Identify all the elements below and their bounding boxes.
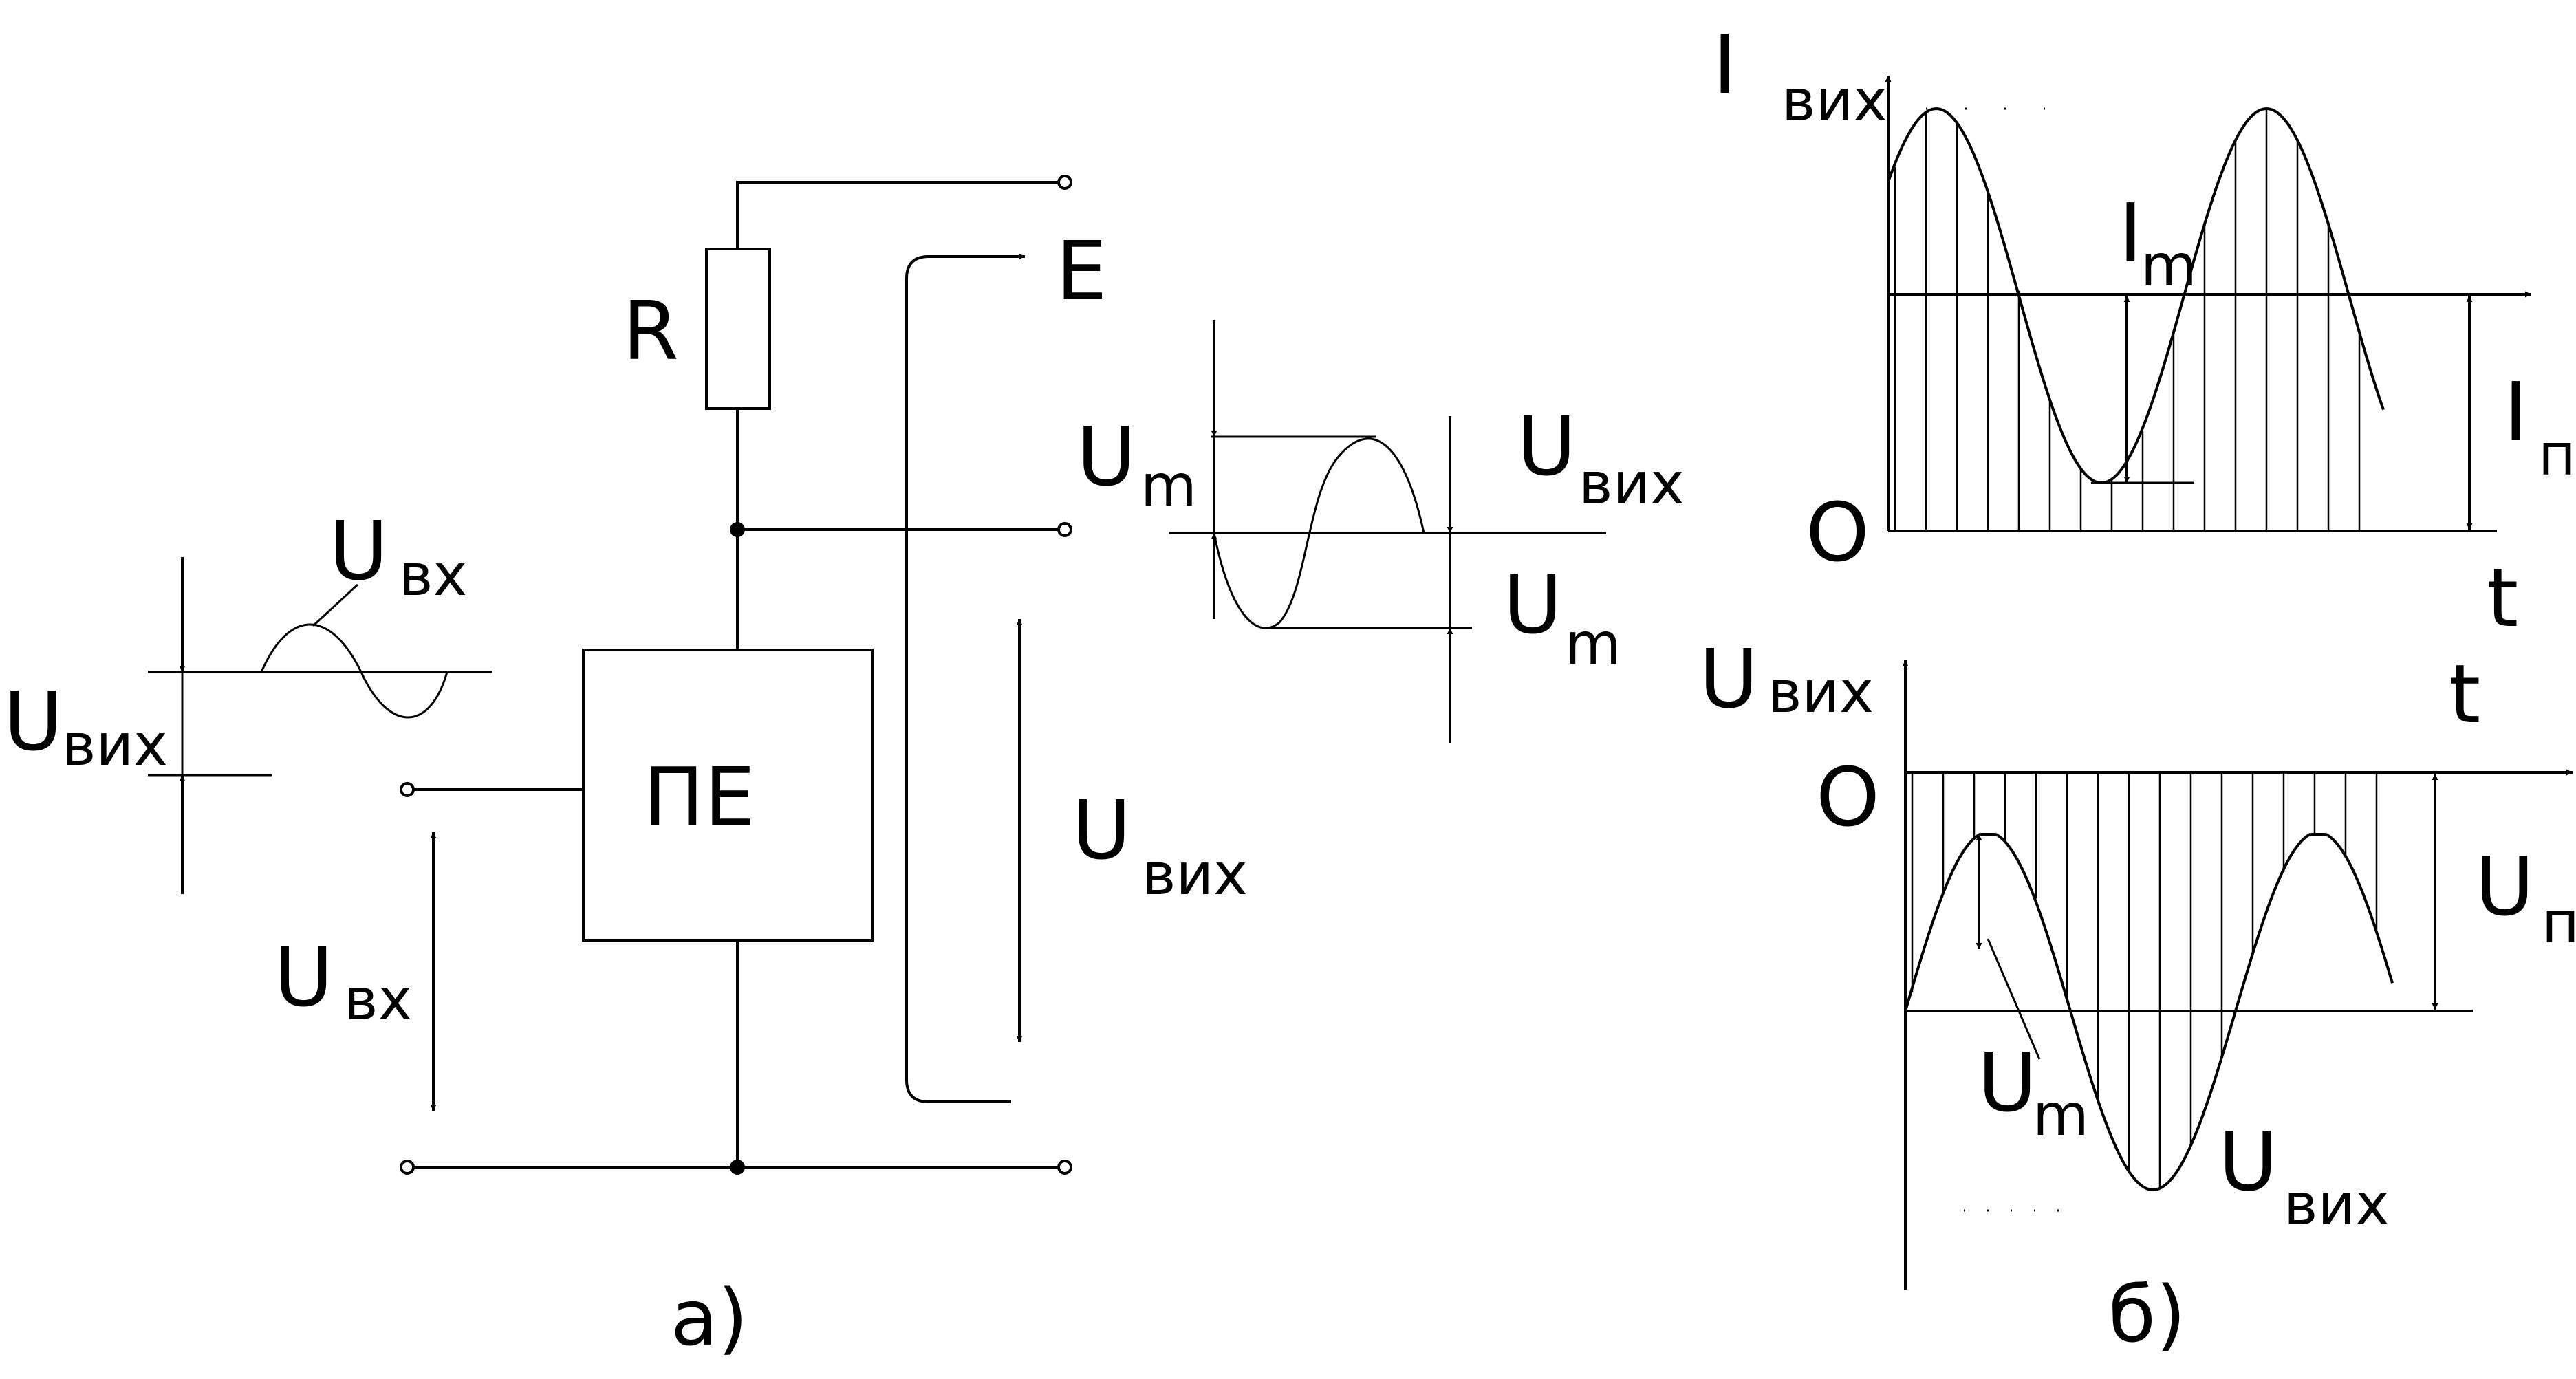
voltage-amplitude-sub: m [2033, 1081, 2089, 1149]
current-quiescent-label: I [2504, 365, 2528, 459]
voltage-origin-label: O [1816, 750, 1880, 845]
supply-wire [736, 181, 1063, 249]
current-amplitude-label: I [2119, 186, 2143, 281]
current-graph: I вих I m I п O t [1713, 17, 2576, 645]
output-amplitude-lower-sub: m [1565, 610, 1621, 677]
current-y-label: I [1713, 17, 1737, 112]
supply-voltage-arrow [905, 253, 1025, 1103]
input-signal-wave [260, 623, 448, 719]
amplifier-block-label: ПЕ [643, 750, 755, 845]
amplifier-block [582, 649, 874, 942]
current-origin-label: O [1806, 485, 1870, 580]
current-graph-hatching [1894, 109, 2361, 531]
ground-terminal-right [1057, 1160, 1072, 1175]
current-curve [1887, 107, 2385, 484]
ground-terminal-left [400, 1160, 415, 1175]
resistor-label: R [623, 283, 679, 378]
input-voltage-label: U [274, 930, 333, 1025]
caption-a: а) [671, 1274, 748, 1363]
voltage-curve [1904, 833, 2394, 1192]
voltage-curve-label: U [2218, 1114, 2277, 1209]
voltage-curve-sub: вих [2284, 1171, 2390, 1238]
output-amplitude-lower-label: U [1503, 557, 1562, 652]
voltage-y-label: U [1699, 631, 1758, 726]
voltage-quiescent-label: U [2475, 839, 2534, 934]
output-amplitude-label: U [1076, 409, 1136, 504]
output-signal-sub: вих [1579, 450, 1685, 517]
input-level-label: U [3, 674, 63, 769]
current-amplitude-sub: m [2141, 232, 2197, 299]
input-level-sub: вих [62, 711, 168, 779]
input-voltage-sub: вх [344, 966, 412, 1033]
output-terminal [1057, 522, 1072, 537]
voltage-graph-hatching [1911, 772, 2378, 1189]
input-signal-leader [312, 583, 359, 627]
resistor [705, 248, 771, 410]
supply-terminal [1057, 175, 1072, 190]
caption-b: б) [2108, 1270, 2186, 1360]
output-signal-label: U [1517, 399, 1576, 494]
input-signal-sub: вх [399, 541, 467, 609]
input-terminal [400, 782, 415, 797]
voltage-quiescent-sub: п [2542, 889, 2576, 956]
voltage-x-label: t [2449, 647, 2480, 741]
output-amplitude-sub: m [1140, 452, 1197, 519]
voltage-amplitude-label: U [1978, 1035, 2037, 1130]
voltage-graph: U вих t O U п U m U вих б) [1699, 631, 2576, 1360]
output-voltage-label: U [1072, 783, 1131, 878]
voltage-y-sub: вих [1768, 658, 1874, 726]
output-signal-wave [1213, 437, 1425, 629]
current-quiescent-sub: п [2538, 421, 2576, 488]
output-voltage-sub: вих [1142, 840, 1248, 908]
supply-label: E [1056, 224, 1107, 318]
circuit-schematic: R ПЕ E U вих U вх U вх [3, 175, 1685, 1363]
current-x-label: t [2487, 550, 2518, 645]
input-signal-label: U [329, 503, 388, 598]
voltage-amplitude-leader [1987, 938, 2041, 1060]
current-y-sub: вих [1782, 67, 1887, 134]
